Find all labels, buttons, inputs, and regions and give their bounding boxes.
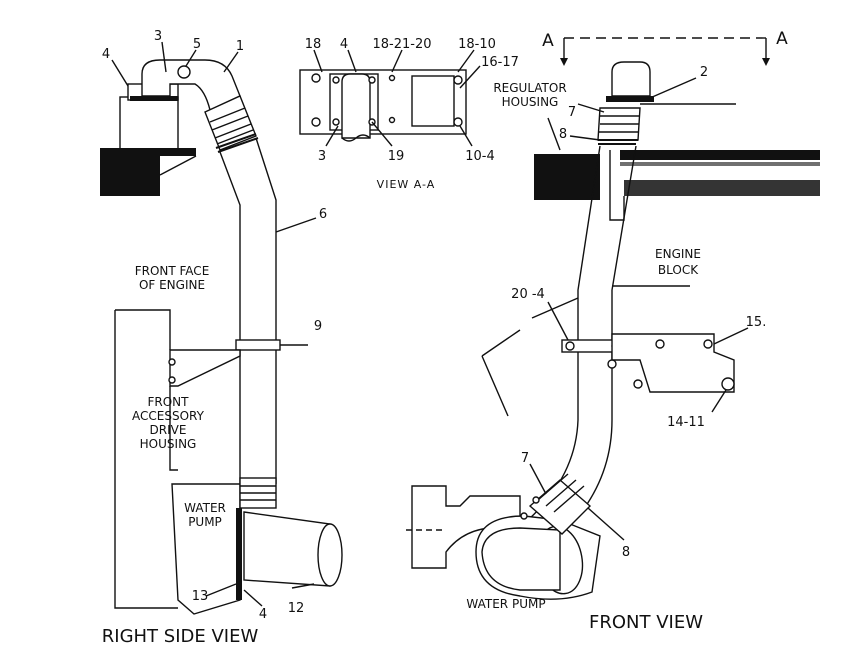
- callout-5: 5: [193, 37, 201, 52]
- flange-plate: [130, 96, 178, 101]
- front-elbow: [611, 61, 651, 97]
- engine-bracket: [100, 148, 196, 196]
- view-aa-title: VIEW A-A: [377, 178, 436, 191]
- label-engine-block-1: ENGINE: [655, 247, 701, 261]
- callout-4: 4: [102, 47, 110, 62]
- tube-right-edge: [255, 137, 277, 484]
- regulator-housing: [534, 154, 600, 200]
- callout-6: 6: [319, 207, 327, 222]
- section-mark-left: A: [542, 31, 554, 51]
- aa-callout-10-4: 10-4: [465, 149, 495, 164]
- front-view: A A: [406, 29, 820, 633]
- aa-callout-18-10: 18-10: [458, 37, 496, 52]
- label-front-face-1: FRONT FACE: [135, 264, 210, 278]
- label-accessory-2: ACCESSORY: [132, 409, 205, 423]
- aa-callout-18: 18: [305, 37, 322, 52]
- label-accessory-3: DRIVE: [150, 423, 187, 437]
- aa-callout-16-17: 16-17: [481, 55, 519, 70]
- aa-callout-18-21-20: 18-21-20: [372, 37, 431, 52]
- aa-callout-19: 19: [388, 149, 405, 164]
- engine-top-deck: [620, 150, 820, 160]
- front-callout-20-4: 20 -4: [511, 287, 545, 302]
- label-engine-block-2: BLOCK: [658, 263, 699, 277]
- callout-3: 3: [154, 29, 162, 44]
- label-water-pump-1: WATER: [184, 501, 226, 515]
- front-callout-14-11: 14-11: [667, 415, 705, 430]
- callout-13: 13: [192, 589, 209, 604]
- aa-callout-4: 4: [340, 37, 348, 52]
- label-accessory-1: FRONT: [148, 395, 190, 409]
- front-callout-15: 15.: [746, 315, 767, 330]
- support-bar: [611, 333, 735, 393]
- front-callout-7: 7: [568, 105, 576, 120]
- front-callout-8-lower: 8: [622, 545, 630, 560]
- front-callout-8: 8: [559, 127, 567, 142]
- bolt-5: [177, 65, 191, 79]
- section-mark-right: A: [776, 29, 788, 49]
- front-view-title: FRONT VIEW: [589, 612, 703, 633]
- right-flange: [411, 75, 455, 127]
- front-callout-7-lower: 7: [521, 451, 529, 466]
- label-front-water-pump: WATER PUMP: [466, 597, 545, 611]
- front-face-outline: [115, 309, 171, 350]
- right-side-view: 4 3 5 1 6 9 13 4 12 FRONT FACE OF ENGINE…: [100, 29, 343, 647]
- regulator-housing-block: [119, 96, 179, 150]
- label-regulator-2: HOUSING: [502, 95, 559, 109]
- front-callout-2: 2: [700, 65, 708, 80]
- label-front-face-2: OF ENGINE: [139, 278, 205, 292]
- hose-end: [341, 73, 371, 139]
- aa-callout-3: 3: [318, 149, 326, 164]
- gasket-13: [236, 508, 242, 600]
- clamp-9: [235, 339, 281, 351]
- callout-12: 12: [288, 601, 305, 616]
- water-pump-housing: [171, 483, 241, 615]
- right-side-view-title: RIGHT SIDE VIEW: [102, 626, 259, 647]
- label-water-pump-2: PUMP: [188, 515, 222, 529]
- view-aa: 18 4 18-21-20 18-10 16-17 3 19 10-4 VIEW…: [299, 37, 519, 191]
- label-regulator-1: REGULATOR: [493, 81, 566, 95]
- callout-1: 1: [236, 39, 244, 54]
- callout-4-lower: 4: [259, 607, 267, 622]
- support-bracket: [169, 349, 241, 387]
- tube-left-edge: [219, 151, 241, 484]
- callout-9: 9: [314, 319, 322, 334]
- label-accessory-4: HOUSING: [140, 437, 197, 451]
